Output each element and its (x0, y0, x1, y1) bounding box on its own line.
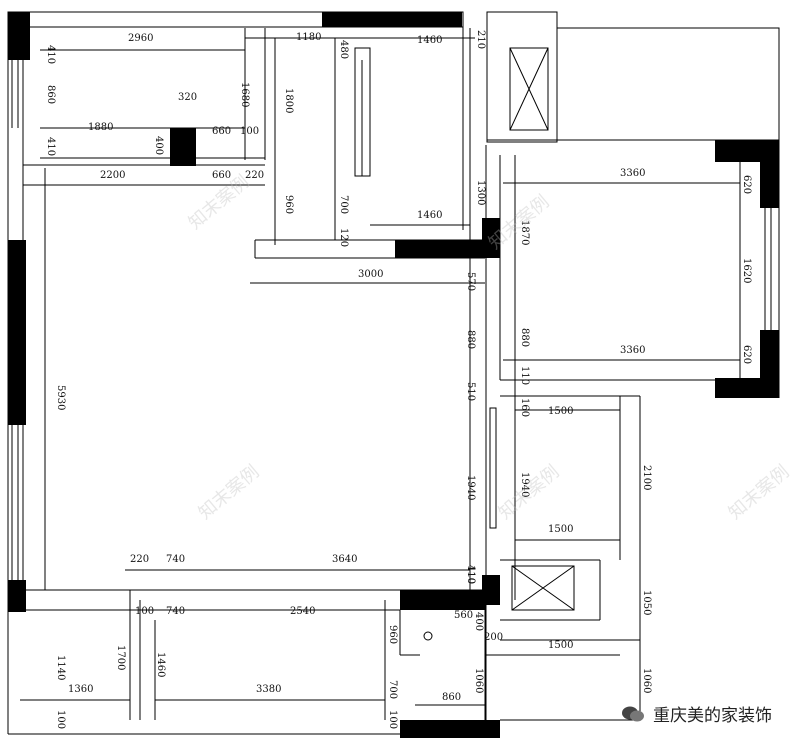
dim-label: 1680 (239, 82, 250, 107)
dim-label: 1460 (417, 210, 442, 221)
dim-label: 100 (135, 606, 154, 617)
dim-label: 160 (519, 398, 530, 417)
dim-label: 1500 (548, 524, 573, 535)
dim-label: 1050 (641, 590, 652, 615)
brand-badge: 重庆美的家装饰 (621, 701, 772, 726)
dim-label: 1360 (68, 684, 93, 695)
dim-label: 120 (338, 228, 349, 247)
wechat-icon (622, 706, 644, 721)
dim-label: 1300 (475, 180, 486, 205)
dim-label: 1940 (519, 472, 530, 497)
dim-label: 100 (240, 126, 259, 137)
dim-label: 1870 (519, 220, 530, 245)
dim-label: 700 (338, 195, 349, 214)
dim-label: 700 (387, 680, 398, 699)
dim-label: 400 (473, 612, 484, 631)
dim-label: 210 (475, 30, 486, 49)
watermark-text: 知末案例 (725, 461, 790, 523)
dim-label: 740 (166, 606, 185, 617)
dim-label: 660 (212, 170, 231, 181)
dim-label: 3360 (620, 345, 645, 356)
dim-label: 110 (519, 366, 530, 385)
dim-label: 860 (45, 85, 56, 104)
dim-label: 1500 (548, 640, 573, 651)
dim-label: 3000 (358, 269, 383, 280)
dim-label: 2540 (290, 606, 315, 617)
dim-label: 480 (338, 40, 349, 59)
dim-label: 1880 (88, 122, 113, 133)
dim-label: 620 (741, 175, 752, 194)
dim-label: 320 (178, 92, 197, 103)
dim-label: 410 (465, 565, 476, 584)
dim-label: 560 (454, 610, 473, 621)
dim-label: 100 (55, 710, 66, 729)
plan-outlines (7, 11, 780, 735)
dim-label: 3380 (256, 684, 281, 695)
dim-label: 5930 (55, 385, 66, 410)
dim-label: 200 (484, 632, 503, 643)
solid-walls (8, 12, 779, 738)
dim-label: 860 (442, 692, 461, 703)
dim-label: 410 (45, 45, 56, 64)
dim-label: 1140 (55, 655, 66, 680)
dim-label: 3640 (332, 554, 357, 565)
dim-label: 1800 (283, 88, 294, 113)
dim-label: 1060 (473, 668, 484, 693)
dim-label: 570 (465, 272, 476, 291)
dim-label: 880 (465, 330, 476, 349)
watermark-text: 知末案例 (495, 461, 564, 523)
dim-label: 100 (387, 710, 398, 729)
dim-label: 880 (519, 328, 530, 347)
dim-label: 3360 (620, 168, 645, 179)
dim-label: 1060 (641, 668, 652, 693)
dimension-lines (20, 28, 741, 720)
dim-label: 2200 (100, 170, 125, 181)
dimension-labels: 410 2960 1180 480 1460 210 860 410 1880 … (45, 30, 752, 729)
dim-label: 1940 (465, 475, 476, 500)
dim-label: 220 (245, 170, 264, 181)
dim-label: 1620 (741, 258, 752, 283)
dim-label: 510 (465, 382, 476, 401)
brand-name: 重庆美的家装饰 (653, 706, 772, 726)
dim-label: 740 (166, 554, 185, 565)
windows (11, 11, 772, 580)
dim-label: 410 (45, 137, 56, 156)
dim-label: 620 (741, 345, 752, 364)
dim-label: 1500 (548, 406, 573, 417)
dim-label: 220 (130, 554, 149, 565)
dim-label: 400 (153, 136, 164, 155)
dim-label: 1460 (155, 652, 166, 677)
dim-label: 2100 (641, 465, 652, 490)
dim-label: 660 (212, 126, 231, 137)
dim-label: 1700 (115, 645, 126, 670)
dim-label: 960 (283, 195, 294, 214)
dim-label: 1460 (417, 35, 442, 46)
dim-label: 960 (387, 625, 398, 644)
dim-label: 110 (465, 565, 476, 584)
watermark-text: 知末案例 (195, 461, 264, 523)
dim-label: 2960 (128, 33, 153, 44)
dim-label: 1180 (296, 32, 321, 43)
